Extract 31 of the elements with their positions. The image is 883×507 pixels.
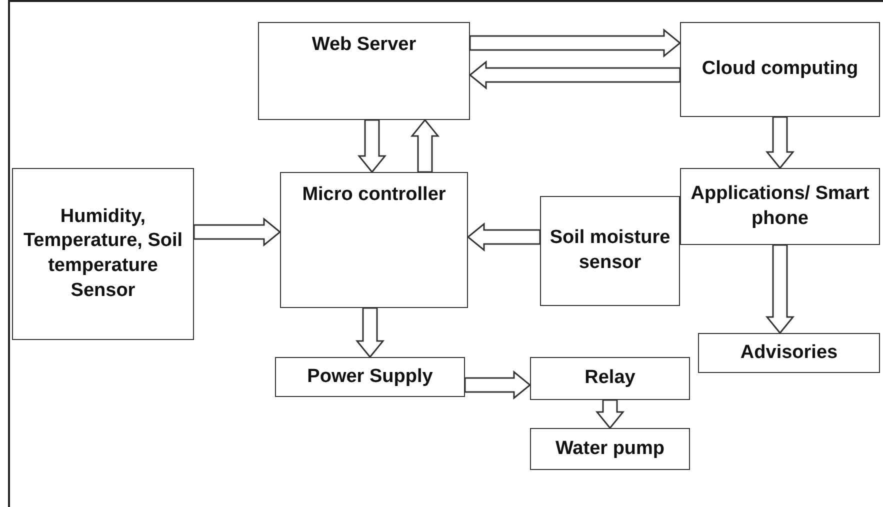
box-label: Applications/ Smart phone <box>690 182 870 230</box>
box-label: Relay <box>584 366 636 390</box>
process-box <box>698 333 880 373</box>
block-arrow <box>357 119 387 174</box>
box-label: Water pump <box>555 436 665 461</box>
box-label: Micro controller <box>302 183 446 207</box>
process-box <box>680 168 880 245</box>
process-box <box>258 22 470 120</box>
box-label: Soil moisture sensor <box>548 226 672 275</box>
block-arrow <box>469 28 682 58</box>
block-arrow <box>468 60 681 90</box>
box-label: Web Server <box>312 33 416 57</box>
process-box <box>275 357 465 397</box>
process-box <box>680 22 880 117</box>
process-box <box>530 428 690 470</box>
box-label: Humidity, Temperature, Soil temperature Sensor <box>22 204 184 303</box>
block-arrow <box>410 118 440 173</box>
box-label: Advisories <box>740 340 838 365</box>
block-arrow <box>466 222 541 252</box>
block-arrow <box>464 370 532 400</box>
block-arrow <box>765 116 795 170</box>
box-label: Power Supply <box>307 364 433 389</box>
block-arrow <box>765 244 795 334</box>
process-box <box>540 196 680 306</box>
process-box <box>12 168 194 340</box>
block-arrow <box>355 307 385 358</box>
block-arrow <box>595 399 625 430</box>
process-box <box>530 357 690 400</box>
box-label: Cloud computing <box>702 57 858 82</box>
block-arrow <box>193 217 282 247</box>
process-box <box>280 172 468 308</box>
